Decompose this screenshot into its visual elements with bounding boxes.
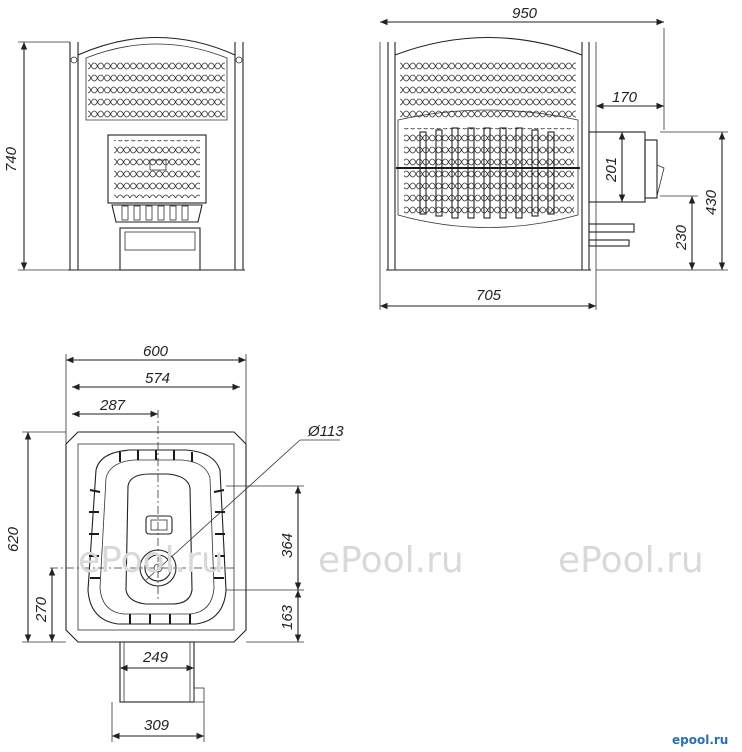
dim-side-lower-height: 230 [673, 224, 690, 251]
front-view: 740 [3, 37, 245, 271]
watermark-3: ePool.ru [558, 540, 704, 581]
dim-side-body-width: 705 [476, 287, 502, 304]
dim-side-door-height: 201 [603, 157, 620, 183]
dim-top-pipe-diameter: Ø113 [307, 423, 344, 440]
dim-side-width: 950 [512, 5, 538, 22]
dim-top-right-lower: 163 [279, 604, 296, 630]
dim-front-height: 740 [3, 146, 20, 172]
dim-top-depth: 620 [5, 526, 22, 552]
dim-top-center-y: 270 [33, 596, 50, 623]
watermark-2: ePool.ru [318, 540, 464, 581]
top-view: 600 574 287 Ø113 620 270 364 163 249 [5, 343, 344, 742]
brand-logo: epool.ru [672, 733, 728, 747]
dim-top-center-offset: 287 [99, 397, 126, 414]
dim-top-tunnel-outer: 309 [144, 717, 170, 734]
watermark-1: ePool.ru [78, 540, 224, 581]
dim-top-right-span: 364 [279, 533, 296, 558]
dim-top-inner-width: 574 [145, 370, 170, 387]
dim-side-height-right: 430 [703, 189, 720, 215]
dim-top-tunnel-inner: 249 [142, 649, 169, 666]
side-view: 950 705 170 201 430 230 [379, 5, 728, 310]
dim-top-width: 600 [143, 343, 169, 360]
dim-side-depth-top: 170 [612, 89, 638, 106]
